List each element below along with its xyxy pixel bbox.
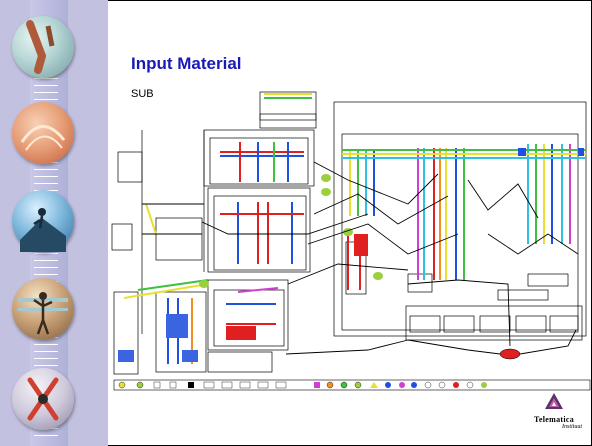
rail-tick <box>34 92 58 93</box>
rail-tick <box>34 78 58 79</box>
left-box-a <box>118 152 142 182</box>
rail-tick <box>34 169 58 170</box>
rail-tick <box>34 435 58 436</box>
rail-tick <box>34 365 58 366</box>
rail-tick <box>34 253 58 254</box>
sidebar <box>0 0 108 446</box>
logo-sub: Instituut <box>522 424 586 430</box>
logo-mark-icon <box>544 392 564 410</box>
right-subsystem-box <box>334 102 586 336</box>
rail-tick <box>34 99 58 100</box>
logo-name: Telematica <box>522 415 586 424</box>
rail-tick <box>34 274 58 275</box>
rail-tick <box>34 260 58 261</box>
rail-tick <box>34 85 58 86</box>
rail-tick <box>34 267 58 268</box>
rail-tick <box>34 351 58 352</box>
rail-tick <box>34 344 58 345</box>
rail-tick <box>34 358 58 359</box>
page-title: Input Material <box>131 54 242 74</box>
photo-orb-arches-icon <box>12 102 74 164</box>
rail-tick <box>34 183 58 184</box>
photo-orb-figure-icon <box>12 368 74 430</box>
photo-orb-climber-icon <box>12 190 74 252</box>
schematic-diagram <box>108 84 592 396</box>
photo-orb-dancer-icon <box>12 278 74 340</box>
left-box-b <box>156 218 202 260</box>
photo-orb-columns-icon <box>12 16 74 78</box>
rail-tick <box>34 176 58 177</box>
telematica-logo: Telematica Instituut <box>522 392 586 438</box>
